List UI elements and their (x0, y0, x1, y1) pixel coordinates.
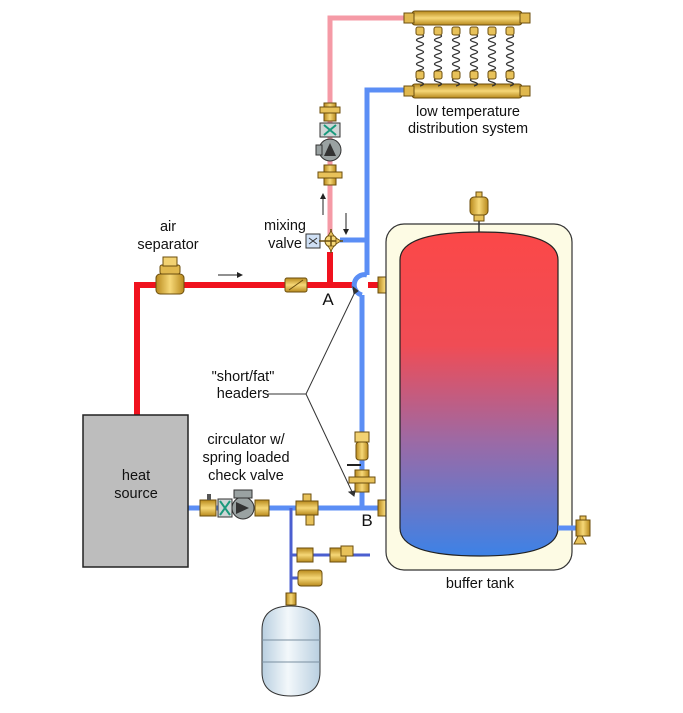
flow-arrow-right (218, 272, 243, 278)
distribution-label-line-2: distribution system (407, 121, 529, 137)
return-purge-valve-icon (347, 464, 376, 493)
flow-arrow-up (320, 193, 326, 215)
return-valve-icon (295, 493, 319, 526)
manifold-icon (403, 10, 531, 99)
buffer-tank (385, 208, 573, 571)
manifold-loop-icon (505, 26, 515, 87)
mixing-valve-icon (305, 229, 343, 253)
buffer-tank-label: buffer tank (445, 576, 515, 592)
air-separator-icon (155, 256, 185, 295)
distribution-label-line-1: low temperature (416, 104, 520, 120)
return-pipe-from-manifold (364, 87, 405, 275)
manifold-loop-icon (469, 26, 479, 87)
drain-valve-icon (558, 515, 591, 545)
heat-source-label-line-1: heat (121, 468, 151, 484)
circulator-pump-icon-riser (315, 122, 342, 162)
manifold-loop-icon (487, 26, 497, 87)
fill-valve-icon (296, 545, 354, 587)
air-separator-label-line-1: air (159, 219, 177, 235)
point-b-label: B (361, 511, 373, 530)
riser-check-valve-icon (319, 102, 341, 122)
hot-pipe-heat-source (134, 282, 355, 415)
mixing-valve-label-line-2: valve (268, 236, 302, 252)
manifold-loop-icon (433, 26, 443, 87)
return-crossover (351, 272, 368, 298)
headers-leader-lines (268, 285, 359, 497)
riser-valve-icon (317, 164, 343, 186)
mixing-valve-label-line-1: mixing (264, 218, 306, 234)
return-air-separator-icon (354, 431, 370, 461)
heat-source-label-line-2: source (114, 486, 158, 502)
circulator-label-line-3: check valve (208, 468, 284, 484)
check-valve-icon-supply (284, 277, 308, 293)
flow-arrow-down (343, 213, 349, 235)
air-separator-label-line-2: separator (137, 237, 199, 253)
headers-label-line-1: "short/fat" (211, 369, 275, 385)
circulator-pump-icon (199, 489, 270, 520)
expansion-tank-icon (261, 592, 321, 697)
manifold-loop-icon (415, 26, 425, 87)
heat-source-box (82, 414, 189, 568)
air-vent-icon (469, 191, 489, 222)
headers-label-line-2: headers (216, 386, 270, 402)
circulator-label-line-1: circulator w/ (207, 432, 285, 448)
point-a-label: A (322, 290, 334, 309)
circulator-label-line-2: spring loaded (202, 450, 290, 466)
manifold-loop-icon (451, 26, 461, 87)
